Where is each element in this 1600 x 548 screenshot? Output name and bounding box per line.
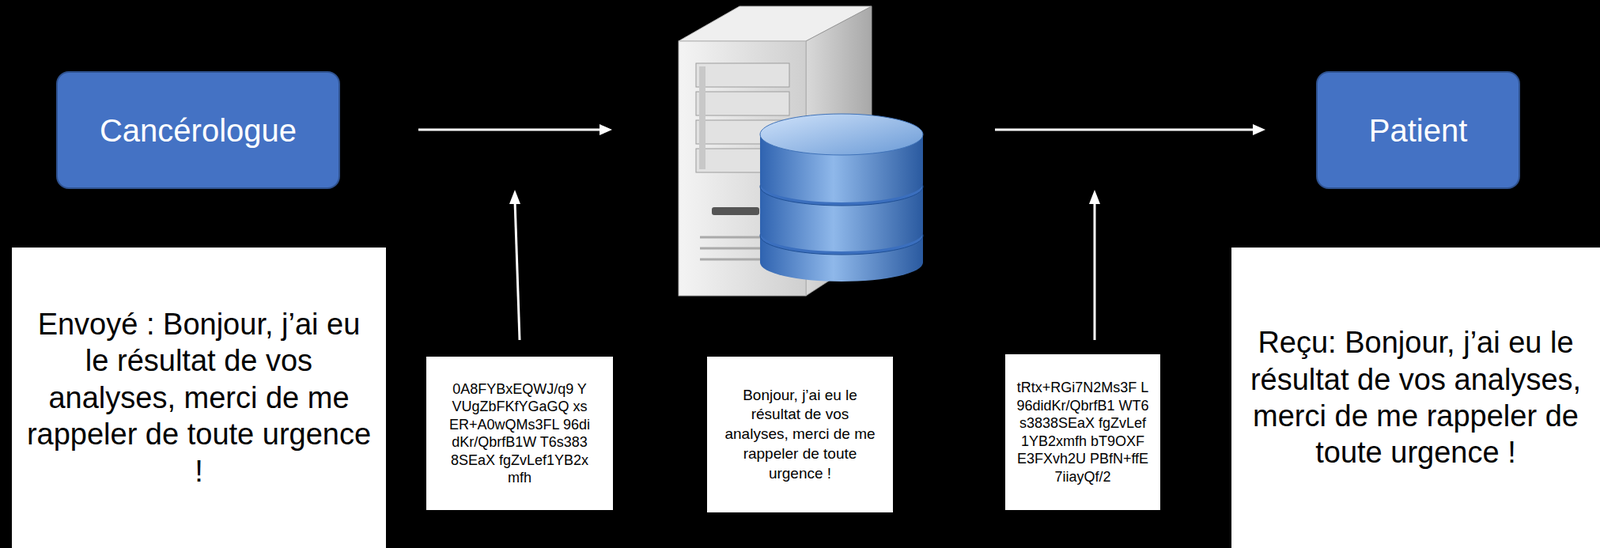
node-text: Cancérologue xyxy=(99,111,297,150)
pointer-arrow xyxy=(509,189,1101,341)
message-box: Envoyé : Bonjour, j’ai eu le résultat de… xyxy=(11,247,386,548)
flow-arrow xyxy=(418,124,1266,136)
node-text: Envoyé : Bonjour, j’ai eu le résultat de… xyxy=(26,306,372,490)
ciphertext-box: 0A8FYBxEQWJ/q9 YVUgZbFKfYGaGQ xsER+A0wQM… xyxy=(426,356,613,511)
node-text: Patient xyxy=(1369,111,1468,150)
node-text: tRtx+RGi7N2Ms3F L96didKr/QbrfB1 WT6s3838… xyxy=(1016,378,1150,486)
message-box: Reçu: Bonjour, j’ai eu le résultat de vo… xyxy=(1231,247,1600,548)
node-text: 0A8FYBxEQWJ/q9 YVUgZbFKfYGaGQ xsER+A0wQM… xyxy=(448,380,591,488)
actor-box: Patient xyxy=(1316,71,1521,190)
actor-box: Cancérologue xyxy=(56,71,341,190)
database-cylinder xyxy=(760,113,923,282)
node-text: Bonjour, j’ai eu le résultat de vos anal… xyxy=(722,385,878,484)
node-text: Reçu: Bonjour, j’ai eu le résultat de vo… xyxy=(1245,324,1586,471)
ciphertext-box: tRtx+RGi7N2Ms3F L96didKr/QbrfB1 WT6s3838… xyxy=(1005,354,1161,511)
plaintext-box: Bonjour, j’ai eu le résultat de vos anal… xyxy=(707,356,893,513)
